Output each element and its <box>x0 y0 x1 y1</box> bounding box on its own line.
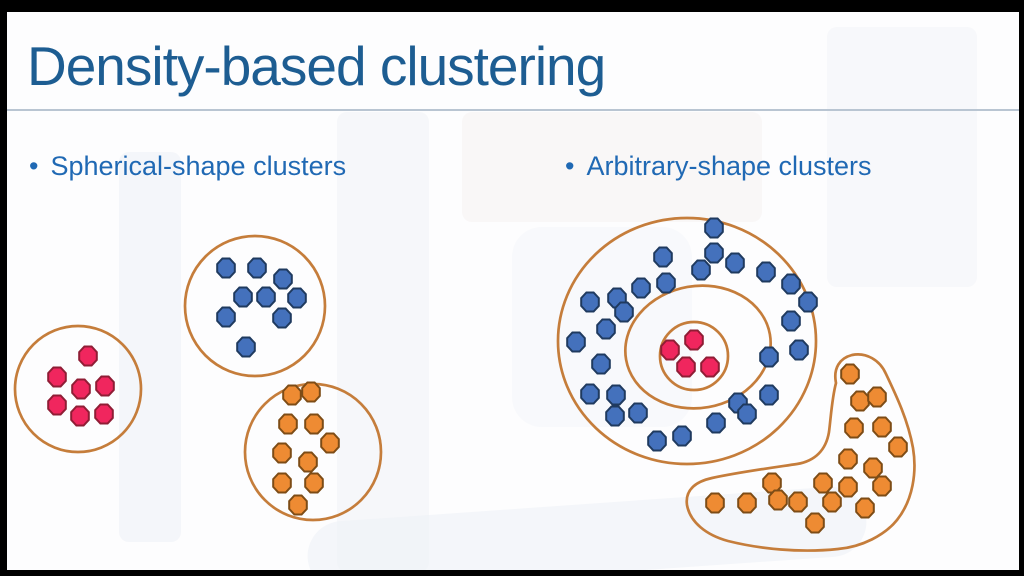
slide: Density-based clustering • Spherical-sha… <box>7 12 1019 570</box>
bullet-spherical-clusters: • Spherical-shape clusters <box>29 151 346 182</box>
bullet-marker-icon: • <box>29 151 39 181</box>
background-watermark <box>512 227 692 427</box>
bullet-arbitrary-label: Arbitrary-shape clusters <box>586 151 872 181</box>
bullet-spherical-label: Spherical-shape clusters <box>50 151 347 181</box>
bullet-arbitrary-clusters: • Arbitrary-shape clusters <box>565 151 872 182</box>
background-watermark <box>119 152 181 542</box>
background-watermark <box>305 484 869 570</box>
bullet-marker-icon: • <box>565 151 575 181</box>
page-title: Density-based clustering <box>27 35 606 97</box>
background-watermark <box>337 112 429 570</box>
title-underline <box>7 109 1019 111</box>
